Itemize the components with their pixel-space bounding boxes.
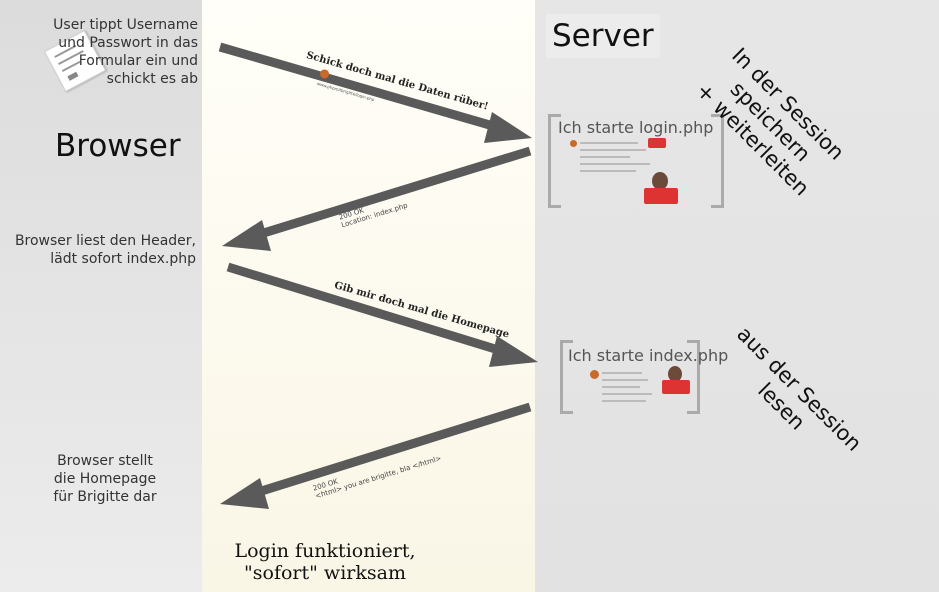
arrow-request-homepage xyxy=(226,262,507,357)
session-crate-icon xyxy=(662,380,690,394)
session-crate-icon xyxy=(648,138,666,148)
session-crate-icon xyxy=(644,188,678,204)
arrow-request-login xyxy=(218,42,502,133)
server-box-index: Ich starte index.php xyxy=(560,340,728,414)
login-box-title: Ich starte login.php xyxy=(558,118,714,137)
conclusion-text: Login funktioniert,"sofort" wirksam xyxy=(234,540,416,584)
note-browser-reads-header: Browser liest den Header,lädt sofort ind… xyxy=(14,233,196,267)
arrow-response-redirect-head xyxy=(222,220,271,251)
arrow-response-homepage xyxy=(250,402,532,499)
arrow-request-homepage-head xyxy=(489,336,538,367)
browser-column xyxy=(0,0,202,592)
brigitte-face-icon xyxy=(668,366,682,382)
server-box-login: Ich starte login.php xyxy=(548,114,724,208)
arrow-response-homepage-head xyxy=(220,478,269,509)
arrow-request-login-head xyxy=(484,112,532,143)
server-column xyxy=(535,0,939,592)
arrow-response-redirect xyxy=(252,146,532,241)
server-label-box: Server xyxy=(546,14,660,58)
browser-label: Browser xyxy=(55,128,181,164)
index-box-title: Ich starte index.php xyxy=(568,346,729,365)
cookie-icon xyxy=(590,370,599,379)
cookie-icon xyxy=(318,68,331,80)
brigitte-face-icon xyxy=(652,172,668,190)
server-label: Server xyxy=(552,18,654,54)
cookie-icon xyxy=(570,140,577,147)
